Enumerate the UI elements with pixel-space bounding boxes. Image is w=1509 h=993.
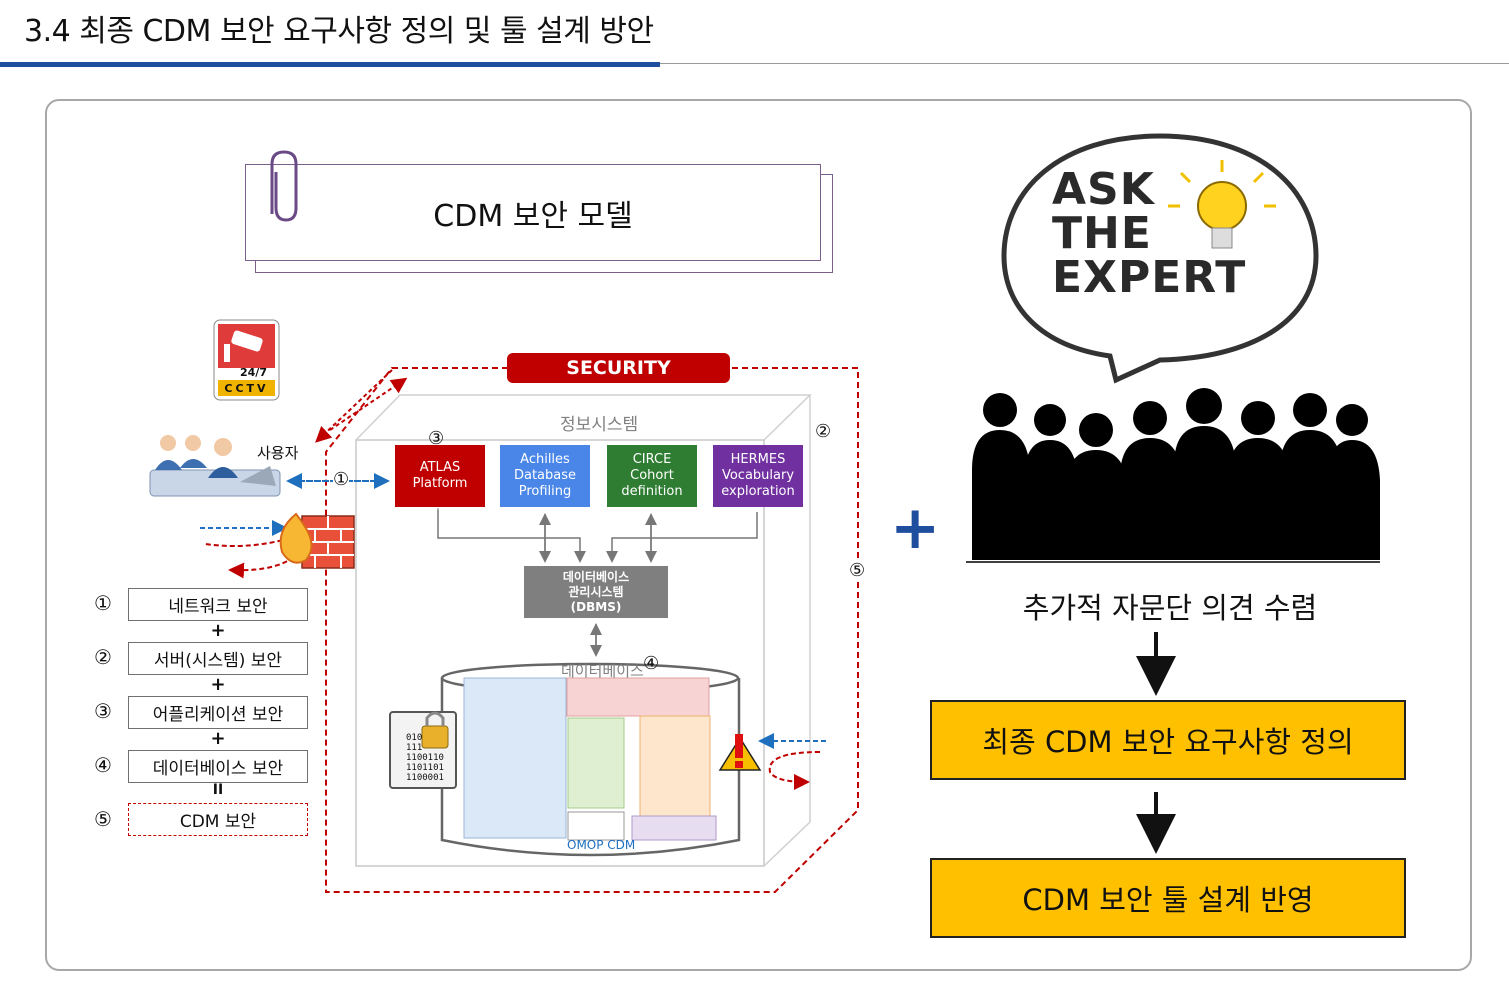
module-achilles-line2: Database [513,468,577,483]
legend-item-server: 서버(시스템) 보안 [128,642,308,675]
system-label: 정보시스템 [560,415,639,435]
legend-num-5: ⑤ [94,807,112,831]
firewall-red-path [204,537,291,547]
marker-5: ⑤ [849,560,866,581]
cctv-time: 24/7 [240,366,267,379]
content-panel [45,99,1472,971]
module-hermes-line1: HERMES [730,452,786,467]
dbms-line3: (DBMS) [570,599,622,614]
model-title: CDM 보안 모델 [433,198,633,234]
legend-num-1: ① [94,591,112,615]
page-title: 3.4 최종 CDM 보안 요구사항 정의 및 툴 설계 방안 [24,14,654,49]
title-underline [0,62,660,67]
database-cylinder [440,662,741,857]
module-achilles-line3: Profiling [518,484,572,499]
lock-document-icon [389,711,457,789]
marker-4: ④ [643,653,660,674]
module-achilles: Achilles Database Profiling [500,445,590,507]
plus-sign: + [890,493,941,563]
legend-item-database: 데이터베이스 보안 [128,750,308,783]
binary-line: 1100110 [406,753,444,763]
legend-op-3: + [210,728,226,749]
binary-text: 010 111 1100110 1101101 1100001 [406,733,444,783]
bubble-line-ask: ASK [1052,164,1155,215]
step-define-requirements: 최종 CDM 보안 요구사항 정의 [930,700,1406,780]
bubble-line-the: THE [1052,208,1152,259]
experts-silhouette-icon [972,388,1380,560]
users-icon [149,435,281,497]
module-atlas: ATLAS Platform [395,445,485,507]
marker-1: ① [333,469,350,490]
module-circe-line2: Cohort [630,468,674,483]
binary-line: 1101101 [406,763,444,773]
legend-num-2: ② [94,645,112,669]
dbms-line1: 데이터베이스 [562,569,630,584]
binary-line: 010 [406,733,423,743]
warning-icon [718,734,762,771]
legend-op-2: + [210,674,226,695]
model-card: CDM 보안 모델 [245,164,821,261]
legend-item-network: 네트워크 보안 [128,588,308,621]
dbms-box: 데이터베이스 관리시스템 (DBMS) [524,566,668,618]
system-box-top [355,394,812,441]
module-hermes-line2: Vocabulary [721,468,795,483]
attack-red-arrow [768,751,821,790]
perimeter-user-arrow [329,377,408,431]
module-atlas-line2: Platform [412,476,468,491]
cctv-label: CCTV [224,382,269,395]
cctv-icon [213,319,280,401]
firewall-icon [279,512,355,569]
security-label: SECURITY [507,353,730,383]
system-box-side [763,395,811,867]
module-atlas-line1: ATLAS [419,460,461,475]
step-tool-design: CDM 보안 툴 설계 반영 [930,858,1406,938]
module-circe: CIRCE Cohort definition [607,445,697,507]
title-divider [660,63,1509,64]
module-circe-line1: CIRCE [632,452,672,467]
legend-num-3: ③ [94,699,112,723]
lightbulb-icon [1168,160,1276,249]
user-label: 사용자 [257,444,299,462]
bubble-line-expert: EXPERT [1052,252,1247,303]
legend-num-4: ④ [94,753,112,777]
binary-line: 1100001 [406,773,444,783]
marker-2: ② [815,421,832,442]
binary-line: 111 [406,743,423,753]
legend-item-application: 어플리케이션 보안 [128,696,308,729]
security-perimeter [325,367,859,893]
ask-the-expert-text: ASK THE EXPERT [1052,168,1246,300]
legend-op-equals: II [212,782,224,798]
dbms-line2: 관리시스템 [568,584,624,599]
database-label: 데이터베이스 [561,662,644,680]
module-hermes: HERMES Vocabulary exploration [713,445,803,507]
legend-item-cdm: CDM 보안 [128,803,308,836]
omop-label: OMOP CDM [567,838,636,852]
expert-caption: 추가적 자문단 의견 수렴 [1022,591,1318,625]
module-circe-line3: definition [621,484,683,499]
module-hermes-line3: exploration [721,484,795,499]
legend-op-1: + [210,620,226,641]
paperclip-icon [270,150,298,222]
marker-3: ③ [428,428,445,449]
user-perimeter-arrow [315,369,393,443]
module-achilles-line1: Achilles [520,452,570,467]
